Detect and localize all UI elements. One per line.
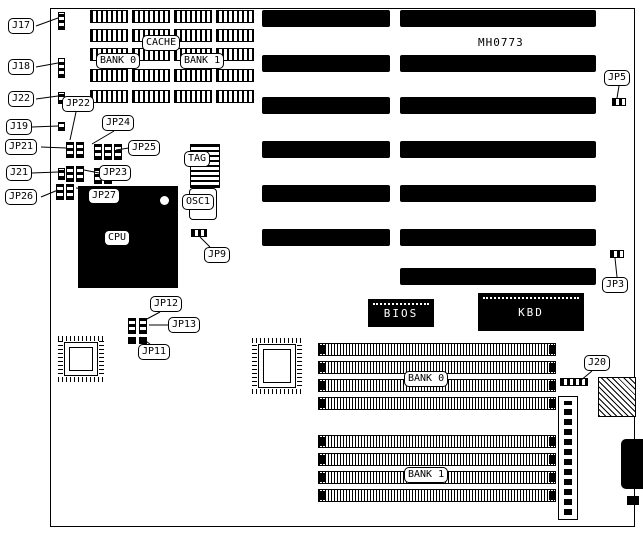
jumper-block	[66, 142, 74, 158]
cache-bank0-label: BANK 0	[96, 53, 141, 69]
isa-slot	[262, 97, 390, 114]
callout-jp25: JP25	[128, 140, 161, 156]
callout-jp22: JP22	[62, 96, 95, 112]
simm-socket-bank0	[318, 397, 556, 410]
cpu-pin1-dot	[160, 196, 169, 205]
jumper-block	[66, 166, 74, 182]
cache-title-label: CACHE	[142, 35, 181, 51]
callout-j18: J18	[8, 59, 35, 75]
keyboard-din-connector	[621, 439, 643, 489]
cache-chip	[90, 90, 128, 103]
cpu-label: CPU	[104, 230, 131, 246]
callout-jp27: JP27	[88, 188, 121, 204]
j20-header	[560, 378, 588, 386]
jp9-header	[191, 229, 207, 237]
isa-slot	[400, 97, 596, 114]
qfp-chip	[252, 338, 302, 394]
jumper-block	[128, 337, 136, 344]
bios-chip: BIOS	[368, 299, 434, 327]
callout-jp9: JP9	[204, 247, 231, 263]
callout-jp5: JP5	[604, 70, 631, 86]
isa-slot	[262, 141, 390, 158]
cache-chip	[216, 69, 254, 82]
kbd-controller-chip: KBD	[478, 293, 584, 331]
cache-chip	[174, 90, 212, 103]
cache-chip	[90, 10, 128, 23]
board-part-number: MH0773	[478, 36, 524, 49]
qfp-chip	[58, 336, 104, 382]
j17-header	[58, 12, 65, 30]
simm-socket-bank1	[318, 453, 556, 466]
callout-jp21: JP21	[5, 139, 38, 155]
callout-jp12: JP12	[150, 296, 183, 312]
simm-socket-bank0	[318, 343, 556, 356]
j21-header	[58, 168, 65, 180]
edge-connector-stub	[627, 496, 639, 505]
memory-bank0-label: BANK 0	[404, 371, 449, 387]
jp3-header	[610, 250, 624, 258]
callout-j22: J22	[8, 91, 35, 107]
callout-jp13: JP13	[168, 317, 201, 333]
isa-slot	[262, 229, 390, 246]
jumper-block	[128, 318, 136, 334]
callout-jp23: JP23	[99, 165, 132, 181]
callout-j21: J21	[6, 165, 33, 181]
callout-jp3: JP3	[602, 277, 629, 293]
cache-chip	[216, 29, 254, 42]
isa-slot	[400, 10, 596, 27]
jumper-block	[56, 184, 64, 200]
isa-slot	[400, 55, 596, 72]
cache-chip	[216, 90, 254, 103]
j18-header	[58, 58, 65, 78]
power-connector	[558, 396, 578, 520]
hatched-chip	[598, 377, 636, 417]
cache-chip	[90, 29, 128, 42]
simm-socket-bank1	[318, 489, 556, 502]
cache-bank1-label: BANK 1	[180, 53, 225, 69]
callout-osc1: OSC1	[182, 194, 215, 210]
jumper-block	[104, 144, 112, 160]
jumper-block	[66, 184, 74, 200]
jumper-block	[139, 337, 147, 344]
callout-tag: TAG	[184, 151, 211, 167]
memory-bank1-label: BANK 1	[404, 467, 449, 483]
jumper-block	[114, 144, 122, 160]
jumper-block	[139, 318, 147, 334]
callout-j19: J19	[6, 119, 33, 135]
jumper-block	[76, 142, 84, 158]
isa-slot	[400, 268, 596, 285]
isa-slot	[262, 55, 390, 72]
callout-jp24: JP24	[102, 115, 135, 131]
jp5-header	[612, 98, 626, 106]
callout-j17: J17	[8, 18, 35, 34]
callout-j20: J20	[584, 355, 611, 371]
isa-slot	[400, 185, 596, 202]
cache-chip	[132, 90, 170, 103]
cache-chip	[174, 69, 212, 82]
simm-socket-bank1	[318, 435, 556, 448]
callout-jp26: JP26	[5, 189, 38, 205]
cache-chip	[174, 10, 212, 23]
cache-chip	[216, 10, 254, 23]
isa-slot	[262, 10, 390, 27]
jumper-block	[76, 166, 84, 182]
cache-chip	[132, 69, 170, 82]
cache-chip	[132, 10, 170, 23]
callout-jp11: JP11	[138, 344, 171, 360]
jumper-block	[94, 144, 102, 160]
j19-header	[58, 122, 65, 131]
cache-chip	[90, 69, 128, 82]
isa-slot	[262, 185, 390, 202]
isa-slot	[400, 141, 596, 158]
isa-slot	[400, 229, 596, 246]
